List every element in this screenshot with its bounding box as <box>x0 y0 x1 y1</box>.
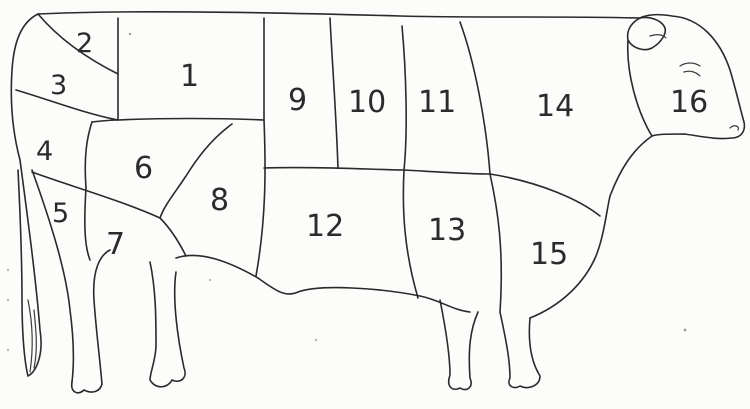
cut-label-1: 1 <box>180 59 199 94</box>
division-10-11 <box>402 26 406 170</box>
speck <box>209 279 211 281</box>
hind-hoof <box>72 382 102 393</box>
hind-leg-front <box>94 250 110 384</box>
division-8-12 <box>256 120 265 276</box>
division-5-7 <box>85 188 90 260</box>
neck-line <box>610 136 652 196</box>
division-9-10 <box>330 18 338 168</box>
eye <box>680 63 700 76</box>
cut-label-12: 12 <box>306 209 344 244</box>
speck <box>7 299 9 301</box>
belly-line <box>176 255 470 312</box>
division-4-6 <box>85 122 92 188</box>
division-14-16 <box>628 40 652 136</box>
rump-line <box>11 14 38 160</box>
cut-label-5: 5 <box>52 198 69 229</box>
back-line <box>38 12 640 18</box>
cut-labels: 1 2 3 4 5 6 7 8 9 10 11 12 13 14 15 16 <box>36 28 708 272</box>
speck <box>7 349 9 351</box>
cut-label-6: 6 <box>134 151 153 186</box>
division-7-8 <box>160 218 186 256</box>
paper-specks <box>7 33 686 351</box>
cut-label-11: 11 <box>418 85 456 120</box>
cut-label-4: 4 <box>36 136 53 167</box>
front-leg-rear <box>440 300 478 390</box>
cut-label-7: 7 <box>106 227 125 262</box>
nostril <box>730 126 738 130</box>
division-4-top <box>92 120 118 122</box>
division-12-13 <box>403 170 418 298</box>
cut-label-9: 9 <box>288 83 307 118</box>
division-13-15 <box>490 174 501 312</box>
cut-label-13: 13 <box>428 213 466 248</box>
tail <box>18 160 41 376</box>
speck <box>684 329 687 332</box>
tail-switch <box>28 300 36 372</box>
front-leg-front <box>500 312 540 388</box>
cut-label-2: 2 <box>76 28 93 59</box>
speck <box>7 269 9 271</box>
cut-label-10: 10 <box>348 85 386 120</box>
ear <box>628 17 666 49</box>
speck <box>129 33 131 35</box>
cut-label-16: 16 <box>670 85 708 120</box>
cut-label-15: 15 <box>530 237 568 272</box>
cut-label-14: 14 <box>536 89 574 124</box>
speck <box>315 339 317 341</box>
division-1-bottom <box>118 119 264 121</box>
division-11-14 <box>460 22 490 174</box>
cut-label-3: 3 <box>50 70 67 101</box>
cut-label-8: 8 <box>210 183 229 218</box>
inner-hind-leg <box>150 262 185 387</box>
